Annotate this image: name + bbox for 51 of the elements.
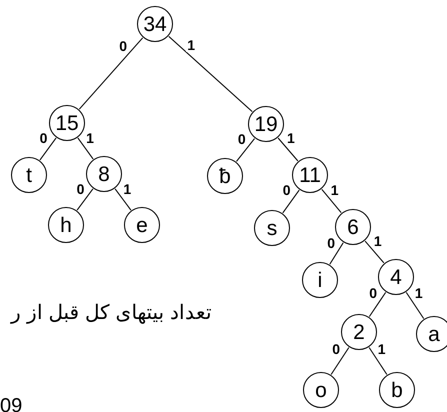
tree-node: e — [124, 207, 160, 243]
tree-node: i — [302, 262, 338, 298]
edge-label: 0 — [368, 286, 378, 300]
edge-label: 0 — [76, 182, 86, 196]
tree-node: 15 — [49, 105, 85, 141]
tree-node: 8 — [86, 156, 122, 192]
tree-node: 34 — [137, 6, 173, 42]
tree-branch — [236, 138, 256, 162]
note-text: تعداد بیتهای کل قبل از ر — [11, 303, 212, 323]
edge-label: 0 — [282, 183, 292, 198]
edge-label: 1 — [376, 342, 387, 356]
tree-node: t — [11, 157, 47, 193]
tree-branch — [330, 346, 350, 376]
edge-label: 0 — [38, 131, 48, 146]
edge-label: 1 — [85, 131, 95, 146]
tree-node: 6 — [335, 209, 371, 245]
tree-node: 2 — [341, 314, 377, 350]
tree-branch — [278, 138, 298, 162]
tree-branch — [76, 188, 94, 211]
edge-label: 1 — [122, 182, 132, 196]
tree-node: s — [254, 210, 290, 246]
note-text: 09 — [0, 396, 22, 412]
tree-node: 4 — [378, 259, 414, 295]
tree-branch — [39, 137, 57, 161]
tree-branch — [406, 292, 424, 320]
tree-branch — [364, 240, 384, 264]
tree-branch — [282, 190, 300, 214]
tree-node: b — [379, 372, 415, 408]
tree-node: h — [48, 207, 84, 243]
tree-branch — [321, 188, 342, 214]
edge-label: 1 — [186, 38, 196, 52]
tree-branch — [77, 137, 94, 160]
tree-node: o — [303, 372, 339, 408]
edge-label: 1 — [414, 286, 424, 300]
tree-branch — [329, 242, 344, 265]
edge-label: 0 — [118, 38, 128, 53]
edge-label: 1 — [330, 182, 340, 197]
edge-label: 0 — [326, 236, 336, 250]
edge-label: 0 — [331, 342, 341, 356]
tree-node: 11 — [292, 157, 328, 193]
tree-node: 19 — [248, 106, 284, 142]
edge-label: 0 — [236, 132, 247, 146]
edge-label: 1 — [286, 131, 296, 146]
tree-node: ƀ — [207, 158, 243, 194]
edge-label: 1 — [372, 234, 383, 248]
tree-branch — [368, 346, 388, 376]
tree-node: a — [416, 316, 447, 352]
tree-branch — [368, 292, 386, 318]
tree-branch — [114, 188, 132, 211]
tree-branch — [168, 36, 253, 112]
tree-branch — [78, 37, 144, 110]
